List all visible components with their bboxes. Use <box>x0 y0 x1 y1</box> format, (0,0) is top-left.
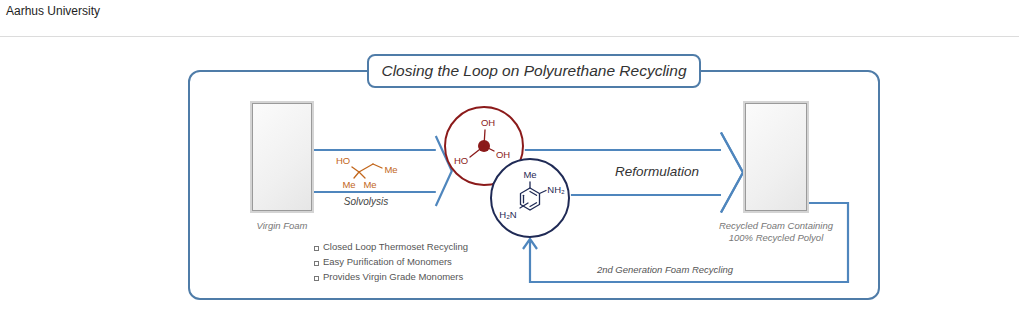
atom-label: Me <box>523 170 536 180</box>
atom-label: OH <box>481 118 495 128</box>
atom-label: Me <box>363 180 376 191</box>
edge-label: Solvolysis <box>344 196 388 208</box>
foam-caption: Virgin Foam <box>227 220 337 232</box>
bond-line <box>359 164 373 172</box>
bond-line <box>484 130 485 146</box>
edge-label: Reformulation <box>615 164 699 180</box>
diamine-circle: MeNH₂ H₂N <box>490 158 570 238</box>
flow-arrow <box>571 133 743 213</box>
bond-line <box>529 182 530 188</box>
atom-label: H₂N <box>499 210 516 220</box>
bond-line <box>530 192 537 196</box>
bond-line <box>520 203 528 208</box>
polyol-structure <box>470 130 494 157</box>
diamine-structure <box>520 182 546 210</box>
atom-label: OH <box>496 150 510 160</box>
bond-line <box>484 146 494 151</box>
bond-line <box>530 203 537 207</box>
foam-caption: Recycled Foam Containing 100% Recycled P… <box>712 220 840 245</box>
header-rule <box>0 36 1019 37</box>
atom-label: Me <box>342 180 355 191</box>
bond-line <box>523 195 524 203</box>
bond-line <box>540 191 547 194</box>
atom-label: HO <box>336 156 350 167</box>
atom-label: HO <box>454 156 468 166</box>
header-text: Aarhus University <box>6 5 100 19</box>
flow-arrow <box>312 136 452 206</box>
outer-frame: Closing the Loop on Polyurethane Recycli… <box>188 70 880 300</box>
bond-line <box>352 167 359 172</box>
circle-shape <box>491 159 569 237</box>
bullet-note: Closed Loop Thermoset Recycling <box>323 242 468 253</box>
atom-label: Me <box>384 165 397 176</box>
atom-label: NH₂ <box>547 185 564 195</box>
foam-sample: Virgin Foam <box>252 103 312 211</box>
foam-sample: Recycled Foam Containing 100% Recycled P… <box>745 103 807 211</box>
edge-label: 2nd Generation Foam Recycling <box>597 265 733 276</box>
bond-line <box>354 172 359 178</box>
bullet-note: Provides Virgin Grade Monomers <box>323 272 463 283</box>
bullet-note: Easy Purification of Monomers <box>323 257 452 268</box>
bond-line <box>470 146 484 157</box>
bond-line <box>359 172 365 178</box>
benzene-ring <box>521 188 540 210</box>
tert-amyl-alcohol-structure <box>352 164 382 178</box>
bond-line <box>373 164 382 168</box>
flow-arrow <box>523 203 848 282</box>
frame-heading: Closing the Loop on Polyurethane Recycli… <box>367 54 700 88</box>
